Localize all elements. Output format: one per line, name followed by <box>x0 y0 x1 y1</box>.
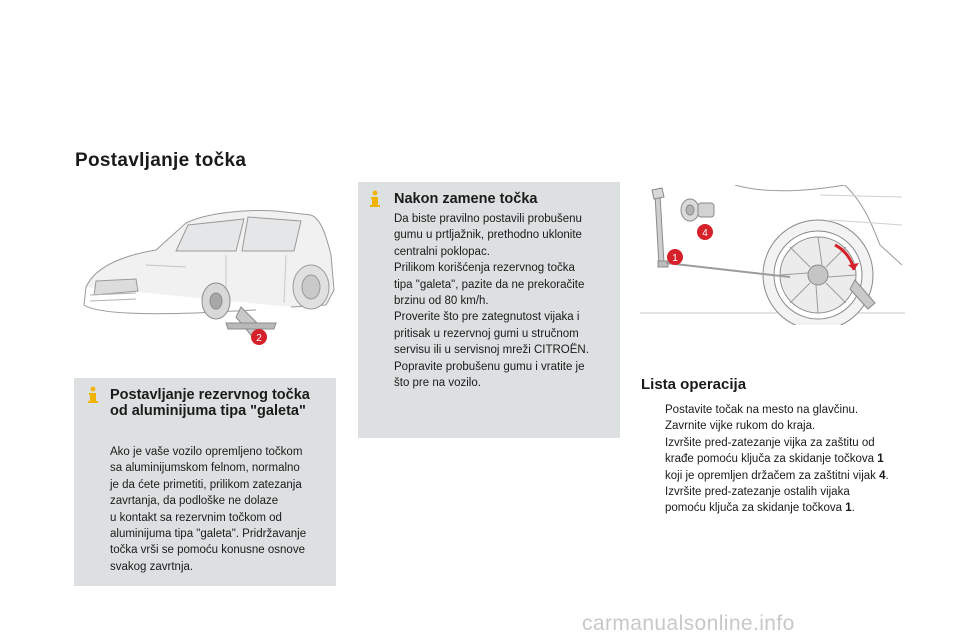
alloy-spare-wheel-heading: Postavljanje rezervnog točka od aluminij… <box>110 387 310 419</box>
list-item: Zavrnite vijke rukom do kraja. <box>665 420 816 433</box>
after-wheel-change-heading: Nakon zamene točka <box>394 191 538 207</box>
wheel-wrench-illustration: 1 4 <box>640 185 905 325</box>
list-item: Postavite točak na mesto na glavčinu. <box>665 404 859 416</box>
info-icon <box>370 190 380 207</box>
watermark: carmanualsonline.info <box>582 612 795 635</box>
list-item: Izvršite pred-zatezanje ostalih vijaka p… <box>665 486 855 515</box>
callout-1-icon <box>667 249 683 265</box>
operations-title: Lista operacija <box>641 376 747 393</box>
callout-2-label: 2 <box>256 333 262 344</box>
car-jack-illustration: 2 <box>83 210 335 345</box>
alloy-spare-wheel-note: Postavljanje rezervnog točka od aluminij… <box>74 378 336 586</box>
alloy-spare-wheel-text: Ako je vaše vozilo opremljeno točkom sa … <box>110 446 307 573</box>
callout-2-icon <box>251 329 267 345</box>
after-wheel-change-note: Nakon zamene točka Da biste pravilno pos… <box>358 182 620 438</box>
info-icon <box>88 386 98 403</box>
list-item: Izvršite pred-zatezanje vijka za zaštitu… <box>665 436 889 482</box>
callout-1-label: 1 <box>672 253 678 264</box>
callout-4-label: 4 <box>702 228 708 239</box>
after-wheel-change-text: Da biste pravilno postavili probušenu gu… <box>394 213 589 390</box>
operations-list: Postavite točak na mesto na glavčinu. Za… <box>641 402 891 517</box>
callout-4-icon <box>697 224 713 240</box>
page-title: Postavljanje točka <box>75 150 247 171</box>
